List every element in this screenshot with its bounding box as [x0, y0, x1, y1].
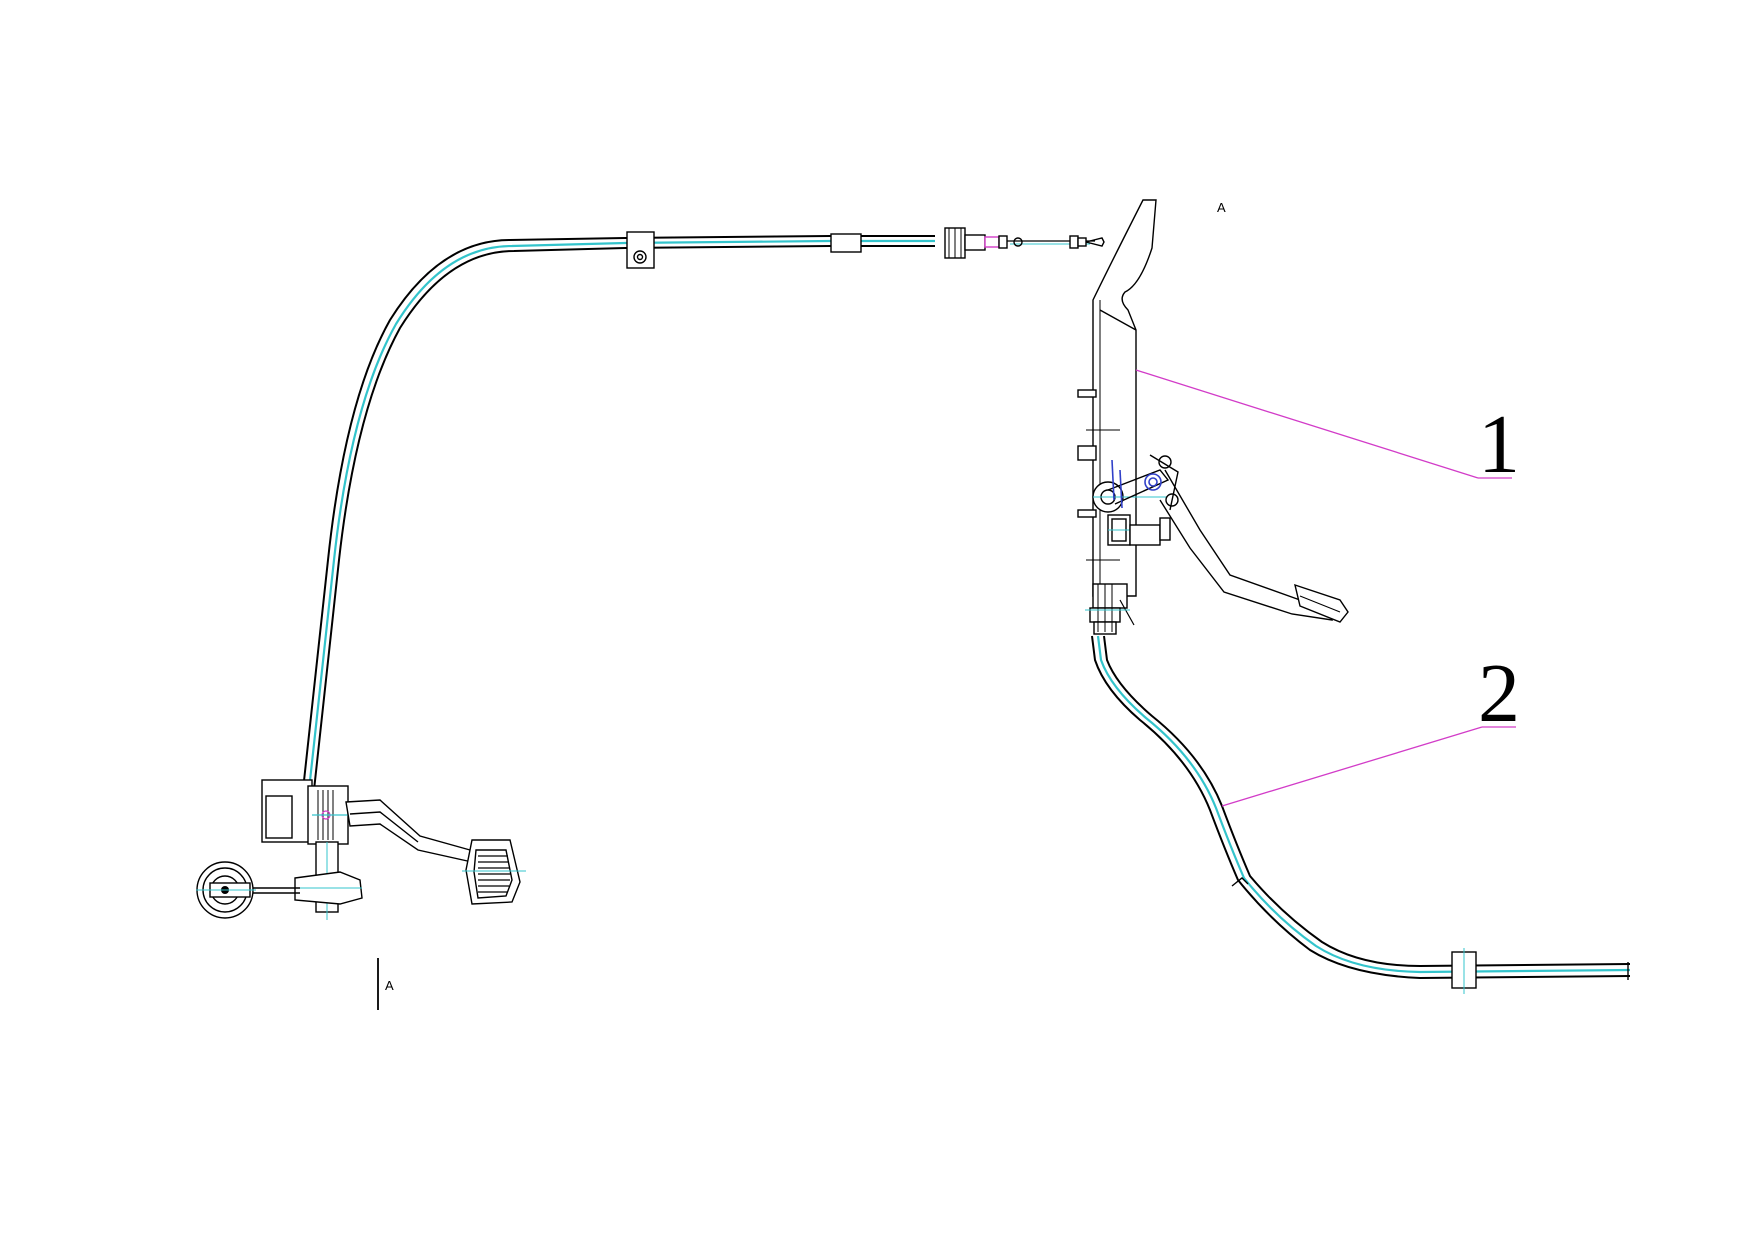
pulley [196, 861, 256, 919]
cable-sleeve [830, 233, 862, 253]
callout-2-number: 2 [1478, 647, 1520, 740]
right-cable [1091, 635, 1631, 994]
right-pedal-assembly: A [1077, 199, 1631, 994]
section-label-bottom: A [385, 978, 394, 993]
callout-1-number: 1 [1478, 398, 1520, 491]
cable-clamp [626, 231, 655, 269]
section-label-top: A [1217, 200, 1226, 215]
cable-fitting [1085, 583, 1135, 635]
right-pedal-arm [1159, 469, 1349, 623]
pedal-pad [462, 839, 526, 905]
pivot-assembly [250, 841, 363, 920]
pedal-arm [345, 799, 473, 863]
pedal-bracket [261, 779, 350, 845]
callout-2: 2 [1221, 647, 1520, 807]
callout-1: 1 [1135, 369, 1520, 491]
pedal-linkage [1092, 454, 1179, 546]
left-cable-assembly: A [196, 227, 1105, 1010]
